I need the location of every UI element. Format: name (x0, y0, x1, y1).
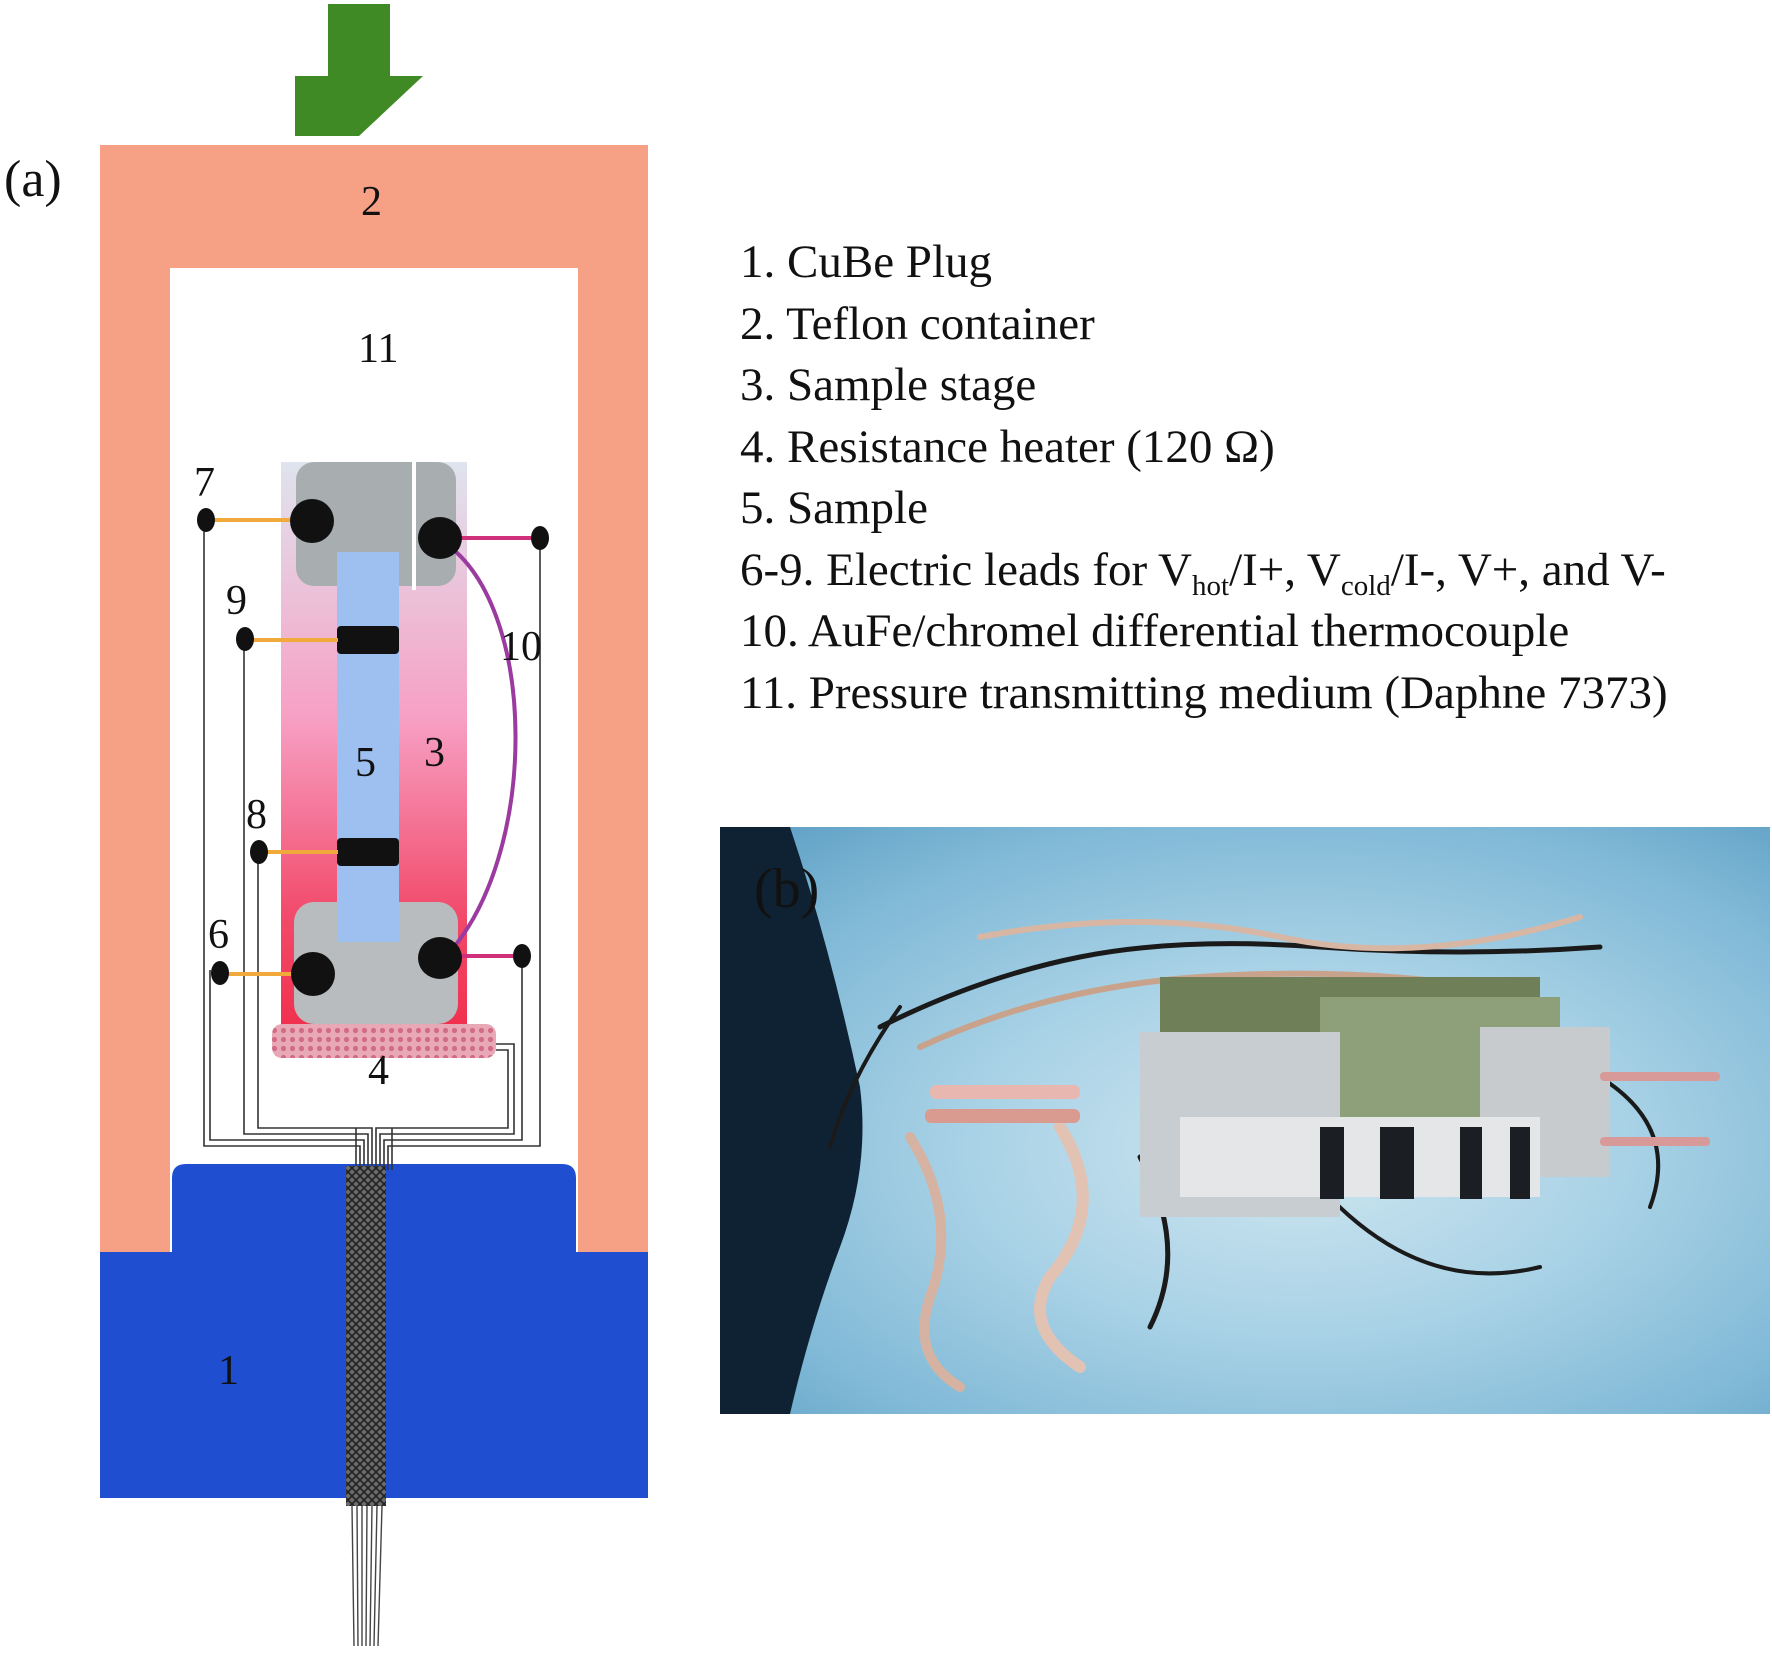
panel-b-label: (b) (754, 858, 820, 920)
legend-sub-cold: cold (1340, 569, 1391, 602)
label-9: 9 (226, 578, 247, 624)
legend-item-4: 4. Resistance heater (120 Ω) (740, 420, 1275, 473)
legend-item-5: 5. Sample (740, 482, 928, 534)
legend-text: 6-9. Electric leads for V (740, 543, 1192, 596)
label-4: 4 (368, 1048, 389, 1094)
photo-pins-right (1600, 1072, 1720, 1146)
legend-text: /I+, V (1229, 543, 1341, 596)
lower-block (294, 902, 458, 1024)
teflon-container (100, 145, 648, 1252)
label-3: 3 (424, 730, 445, 776)
label-7: 7 (194, 460, 215, 506)
photo-illustration (720, 827, 1720, 1414)
photo-dark-corner (720, 827, 863, 1414)
label-1: 1 (218, 1348, 239, 1394)
legend-item-2: 2. Teflon container (740, 297, 1095, 350)
thermocouple-wire (438, 538, 518, 960)
feedthrough-braid (346, 1166, 386, 1506)
label-6: 6 (208, 912, 229, 958)
panel-a-label: (a) (4, 151, 62, 208)
legend-list: 1. CuBe Plug 2. Teflon container 3. Samp… (740, 232, 1668, 724)
photo-dark-stripes (1320, 1127, 1530, 1199)
label-8: 8 (246, 792, 267, 838)
sample-photo: (b) (720, 827, 1770, 1414)
legend-item-10: 10. AuFe/chromel differential thermocoup… (740, 605, 1570, 657)
legend-sub-hot: hot (1192, 569, 1230, 602)
label-2: 2 (361, 179, 382, 225)
sample (337, 552, 399, 942)
contact-dots (290, 499, 462, 996)
legend-item-6-9: 6-9. Electric leads for Vhot/I+, Vcold/I… (740, 540, 1668, 602)
wire-bundle (203, 520, 541, 1170)
terminal-dots (197, 508, 549, 985)
photo-device-front (1180, 1117, 1540, 1197)
legend-item-1: 1. CuBe Plug (740, 236, 993, 288)
legend-item-11: 11. Pressure transmitting medium (Daphne… (740, 666, 1668, 719)
legend-item-3: 3. Sample stage (740, 359, 1037, 411)
photo-pins-left (925, 1085, 1080, 1123)
legend-text: /I-, V+, and V- (1390, 543, 1666, 596)
contact-pad-lower (337, 838, 399, 866)
contact-pad-upper (337, 626, 399, 654)
resistance-heater (272, 1024, 496, 1058)
pressure-arrow-icon (295, 4, 423, 136)
feedthrough-wires (351, 1505, 383, 1647)
label-5: 5 (355, 740, 376, 786)
label-10: 10 (500, 624, 542, 670)
label-11: 11 (358, 326, 398, 372)
